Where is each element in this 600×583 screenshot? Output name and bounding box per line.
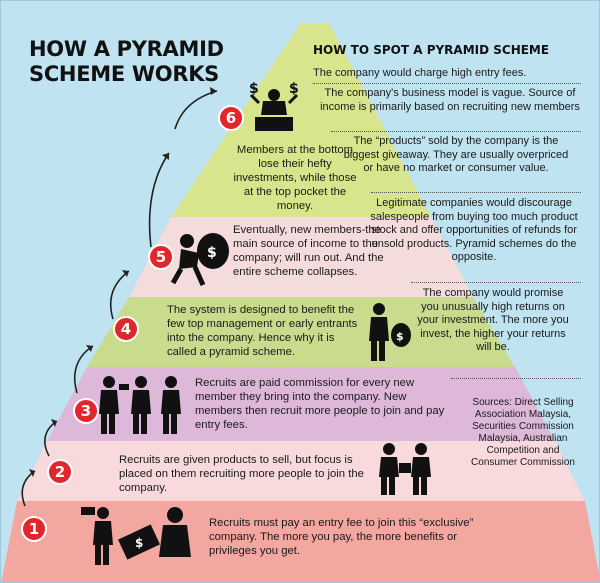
svg-text:$: $ [207,245,217,261]
tip-5: The company would promise you unusually … [417,287,569,353]
step-5-badge: 5 [148,244,174,270]
tip-4: Legitimate companies would discourage sa… [370,197,578,263]
entry-fee-icon: $ [81,507,191,565]
divider [411,282,581,283]
tip-3: The “products” sold by the company is th… [343,135,569,174]
recruits-group-icon [99,376,181,434]
divider [313,83,581,84]
band-1 [1,501,599,582]
step-4-text: The system is designed to benefit the fe… [167,304,358,358]
svg-text:$: $ [396,330,404,343]
step-3-text: Recruits are paid commission for every n… [195,377,445,431]
tip-2: The company's business model is vague. S… [320,87,580,113]
step-6-badge: 6 [218,105,244,131]
money-bag-icon [197,233,229,269]
step-2-text: Recruits are given products to sell, but… [119,454,364,494]
sources: Sources: Direct Selling Association Mala… [471,397,575,468]
svg-text:$: $ [135,536,143,550]
page-title: HOW A PYRAMID SCHEME WORKS [29,37,224,86]
spot-heading: HOW TO SPOT A PYRAMID SCHEME [313,43,550,57]
falling-person-icon: $ [170,233,229,287]
dollar-icon [119,384,129,390]
step-6-text: Members at the bottom lose their hefty i… [233,144,357,212]
divider [331,131,581,132]
step-5-text: Eventually, new members-the main source … [233,224,384,278]
divider [371,192,581,193]
step-3-badge: 3 [73,398,99,424]
investor-icon: $ [369,303,411,361]
band-4 [87,297,515,367]
dollar-icon: $ [289,81,299,97]
divider [451,378,581,379]
band-2 [17,441,585,501]
step-1-badge: 1 [21,516,47,542]
step-1-text: Recruits must pay an entry fee to join t… [209,517,474,557]
step-2-badge: 2 [47,459,73,485]
step-4-badge: 4 [113,316,139,342]
money-bag-icon [391,323,411,347]
band-6 [171,23,431,217]
dollar-icon [81,507,95,515]
top-person-icon: $ $ [249,81,299,131]
tip-1: The company would charge high entry fees… [313,67,527,79]
dollar-icon: $ [249,81,259,97]
sales-people-icon [379,443,431,495]
